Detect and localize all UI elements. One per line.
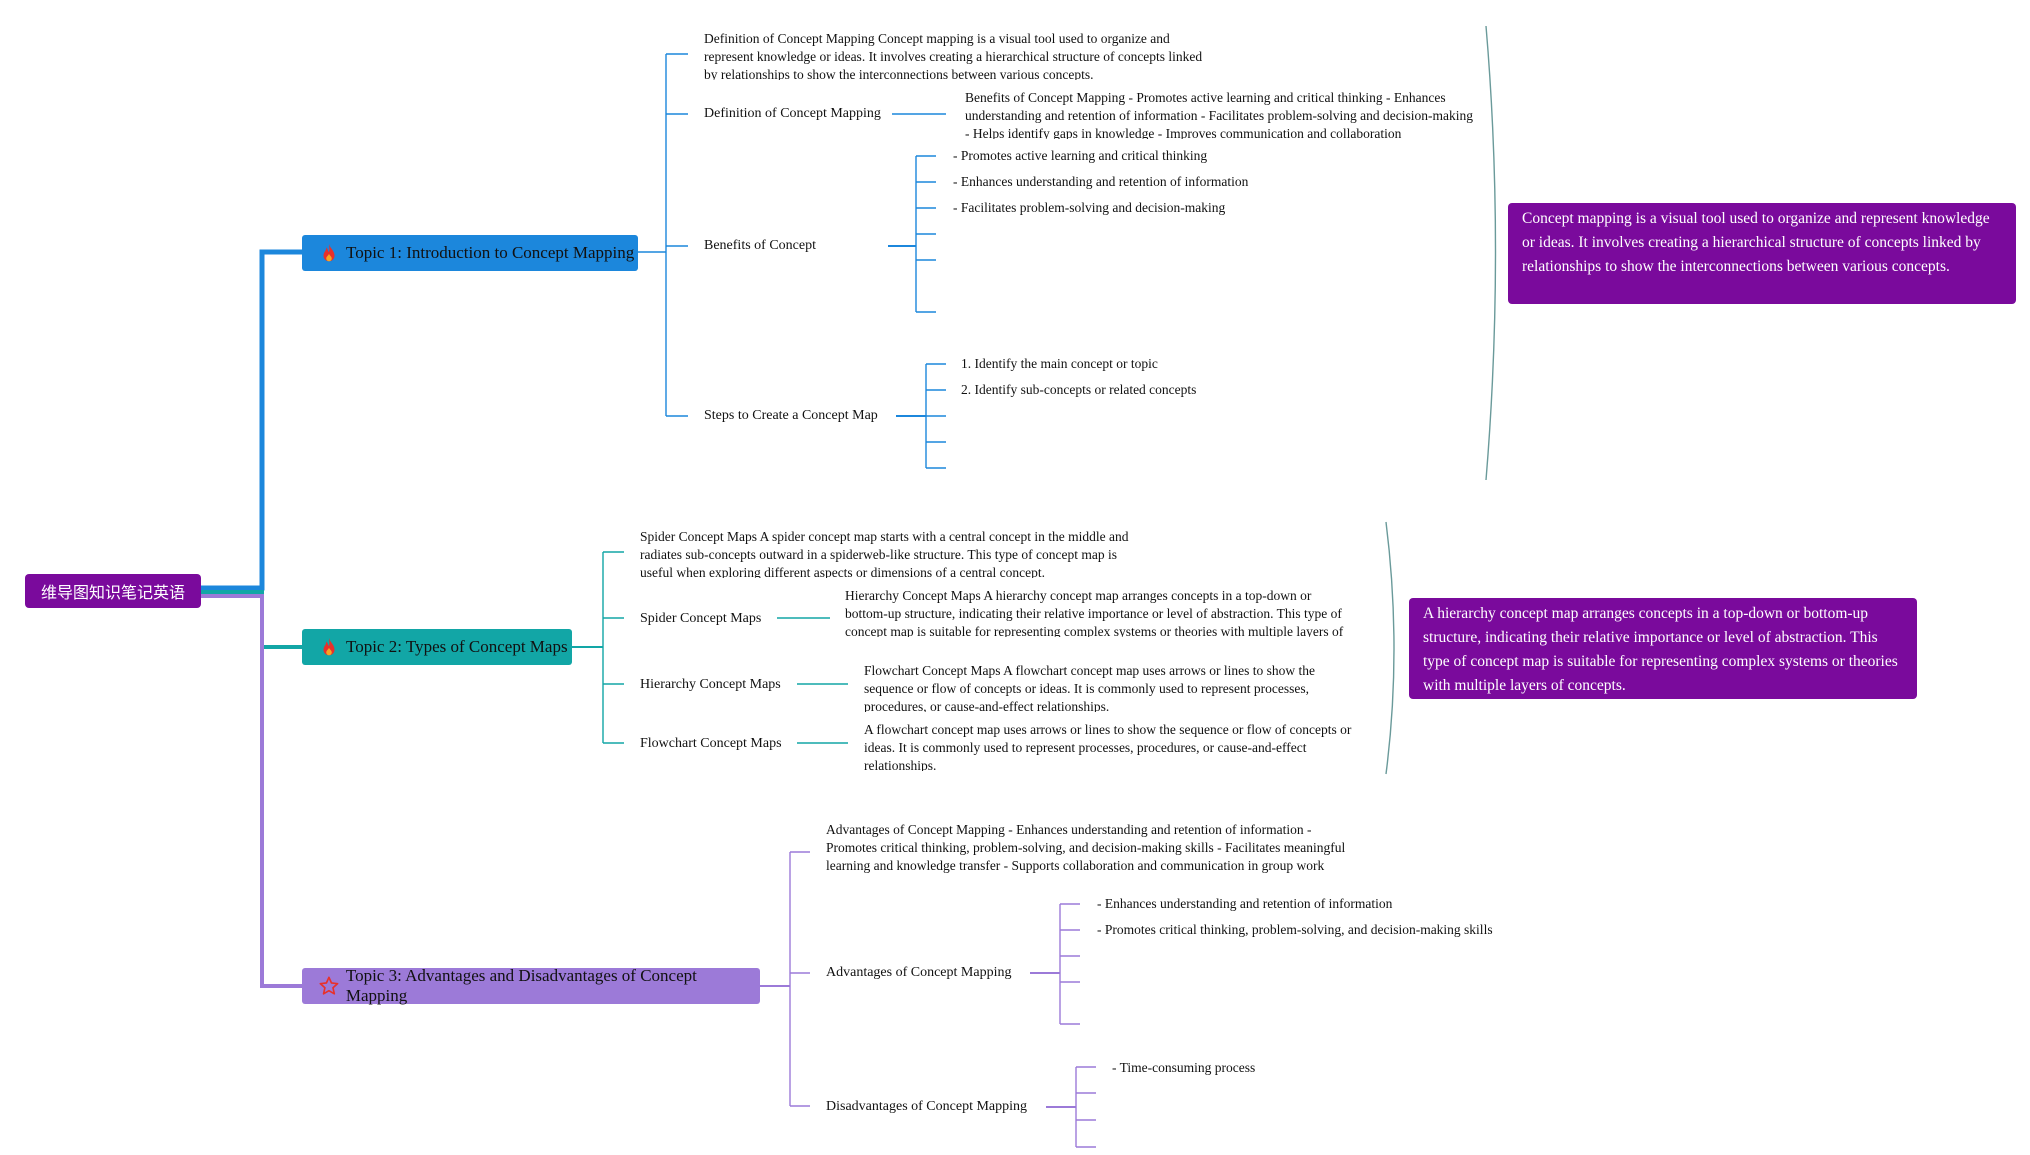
topic-3-label: Topic 3: Advantages and Disadvantages of… — [345, 966, 697, 1005]
star-icon — [319, 976, 339, 995]
topic-2-sub-1-note: Hierarchy Concept Maps A hierarchy conce… — [845, 588, 1344, 637]
topic-1-callout-bracket — [1485, 25, 1497, 481]
topic-2-label: Topic 2: Types of Concept Maps — [346, 637, 568, 656]
topic-1-sub-2-leaf-2[interactable]: - Enhances understanding and retention o… — [953, 174, 1249, 189]
topic-2-branch-lines — [572, 551, 848, 744]
topic-1-sub-2[interactable]: Benefits of Concept — [704, 238, 816, 253]
topic-1-note: Definition of Concept Mapping Concept ma… — [704, 31, 1203, 80]
topic-3-sub-2-leaf-1[interactable]: - Time-consuming process — [1112, 1060, 1256, 1075]
topic-1-sub-2-leaf-1[interactable]: - Promotes active learning and critical … — [953, 148, 1208, 163]
topic-1-label: Topic 1: Introduction to Concept Mapping — [346, 243, 635, 262]
root-connector-topic-2 — [201, 590, 302, 649]
topic-1-callout[interactable]: Concept mapping is a visual tool used to… — [1508, 203, 2016, 304]
topic-1-sub-1-note: Benefits of Concept Mapping - Promotes a… — [965, 90, 1474, 139]
topic-3-sub-1-leaf-2[interactable]: - Promotes critical thinking, problem-so… — [1097, 922, 1493, 937]
topic-3-node[interactable]: Topic 3: Advantages and Disadvantages of… — [302, 966, 760, 1005]
topic-1-node[interactable]: Topic 1: Introduction to Concept Mapping — [302, 235, 638, 271]
root-connector-topic-3 — [201, 594, 302, 988]
topic-1-sub-3-leaf-2[interactable]: 2. Identify sub-concepts or related conc… — [961, 382, 1197, 397]
root-connector-topic-1 — [201, 249, 302, 591]
topic-2-sub-3-note: A flowchart concept map uses arrows or l… — [864, 722, 1352, 771]
topic-1-branch-lines — [638, 53, 946, 469]
topic-2-node[interactable]: Topic 2: Types of Concept Maps — [302, 629, 572, 665]
topic-3-branch-lines — [760, 851, 1096, 1148]
topic-3-sub-2[interactable]: Disadvantages of Concept Mapping — [826, 1099, 1028, 1114]
topic-1-sub-1[interactable]: Definition of Concept Mapping — [704, 106, 881, 121]
topic-2-callout[interactable]: A hierarchy concept map arranges concept… — [1409, 598, 1917, 699]
topic-3-note: Advantages of Concept Mapping - Enhances… — [826, 822, 1346, 873]
topic-3-sub-1-leaf-1[interactable]: - Enhances understanding and retention o… — [1097, 896, 1393, 911]
topic-2-sub-2[interactable]: Hierarchy Concept Maps — [640, 677, 781, 692]
topic-1-sub-2-leaf-3[interactable]: - Facilitates problem-solving and decisi… — [953, 200, 1226, 215]
flame-icon — [323, 637, 335, 656]
topic-1-callout-text: Concept mapping is a visual tool used to… — [1522, 210, 1990, 275]
topic-1-sub-3[interactable]: Steps to Create a Concept Map — [704, 408, 878, 423]
topic-2-note: Spider Concept Maps A spider concept map… — [640, 529, 1129, 578]
topic-2-callout-text: A hierarchy concept map arranges concept… — [1423, 605, 1898, 694]
topic-2-sub-1[interactable]: Spider Concept Maps — [640, 611, 762, 626]
topic-3-sub-1[interactable]: Advantages of Concept Mapping — [826, 965, 1012, 980]
topic-2-sub-3[interactable]: Flowchart Concept Maps — [640, 736, 782, 751]
topic-2-sub-2-note: Flowchart Concept Maps A flowchart conce… — [864, 663, 1316, 712]
root-label: 维导图知识笔记英语 — [40, 583, 185, 602]
flame-icon — [323, 243, 335, 262]
topic-1-sub-3-leaf-1[interactable]: 1. Identify the main concept or topic — [961, 356, 1158, 371]
root-node[interactable]: 维导图知识笔记英语 — [25, 574, 201, 608]
topic-2-callout-bracket — [1385, 521, 1395, 775]
